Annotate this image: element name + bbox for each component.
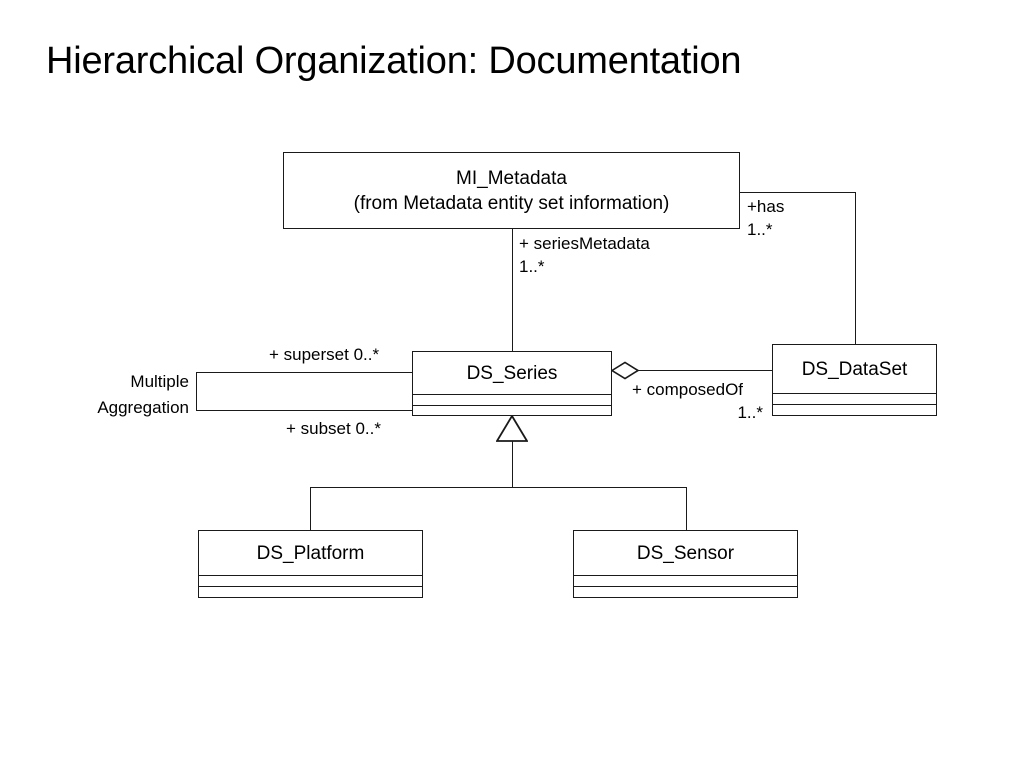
edge-label-series-metadata-role: + seriesMetadata xyxy=(519,234,650,253)
uml-class-stereotype: (from Metadata entity set information) xyxy=(353,192,670,214)
uml-class-ds-series[interactable]: DS_Series xyxy=(412,351,612,416)
uml-class-name-block: MI_Metadata (from Metadata entity set in… xyxy=(284,153,739,228)
connector-metadata-to-series xyxy=(512,229,513,352)
edge-label-subset-role: + subset 0..* xyxy=(286,419,381,438)
connector-generalization-trunk xyxy=(512,441,513,488)
uml-class-name: DS_DataSet xyxy=(801,358,908,380)
uml-operations-compartment xyxy=(773,404,936,414)
connector-metadata-to-dataset-vertical xyxy=(855,192,856,345)
connector-generalization-to-platform xyxy=(310,487,311,531)
uml-class-mi-metadata[interactable]: MI_Metadata (from Metadata entity set in… xyxy=(283,152,740,229)
edge-label-composed-of-role: + composedOf xyxy=(632,380,744,399)
connector-series-self-bottom xyxy=(196,410,413,411)
page-title: Hierarchical Organization: Documentation xyxy=(46,40,742,82)
uml-class-name: DS_Sensor xyxy=(636,542,735,564)
connector-generalization-to-sensor xyxy=(686,487,687,531)
uml-class-name: DS_Series xyxy=(466,362,558,384)
connector-metadata-to-dataset-horizontal xyxy=(740,192,856,193)
edge-label-series-metadata-multiplicity: 1..* xyxy=(519,257,545,276)
uml-operations-compartment xyxy=(574,586,797,596)
edge-label-has-multiplicity: 1..* xyxy=(747,220,773,239)
connector-generalization-bus xyxy=(310,487,686,488)
connector-series-self-left xyxy=(196,372,197,411)
uml-attributes-compartment xyxy=(199,575,422,586)
uml-operations-compartment xyxy=(199,586,422,596)
edge-label-superset-role: + superset 0..* xyxy=(269,345,380,364)
edge-label-composed-of-multiplicity: 1..* xyxy=(737,403,763,422)
uml-operations-compartment xyxy=(413,405,611,414)
uml-class-ds-sensor[interactable]: DS_Sensor xyxy=(573,530,798,598)
aggregation-diamond-icon xyxy=(611,361,639,380)
uml-class-ds-platform[interactable]: DS_Platform xyxy=(198,530,423,598)
edge-label-multiple-aggregation-line1: Multiple xyxy=(130,372,189,391)
uml-attributes-compartment xyxy=(773,393,936,404)
uml-class-name: DS_Platform xyxy=(256,542,365,564)
edge-label-multiple-aggregation-line2: Aggregation xyxy=(97,398,189,417)
uml-attributes-compartment xyxy=(413,394,611,405)
uml-class-name: MI_Metadata xyxy=(456,167,567,189)
connector-series-to-dataset xyxy=(636,370,772,371)
uml-attributes-compartment xyxy=(574,575,797,586)
connector-series-self-top xyxy=(196,372,413,373)
uml-class-ds-dataset[interactable]: DS_DataSet xyxy=(772,344,937,416)
generalization-triangle-icon xyxy=(496,415,528,442)
edge-label-has-role: +has xyxy=(747,197,785,216)
